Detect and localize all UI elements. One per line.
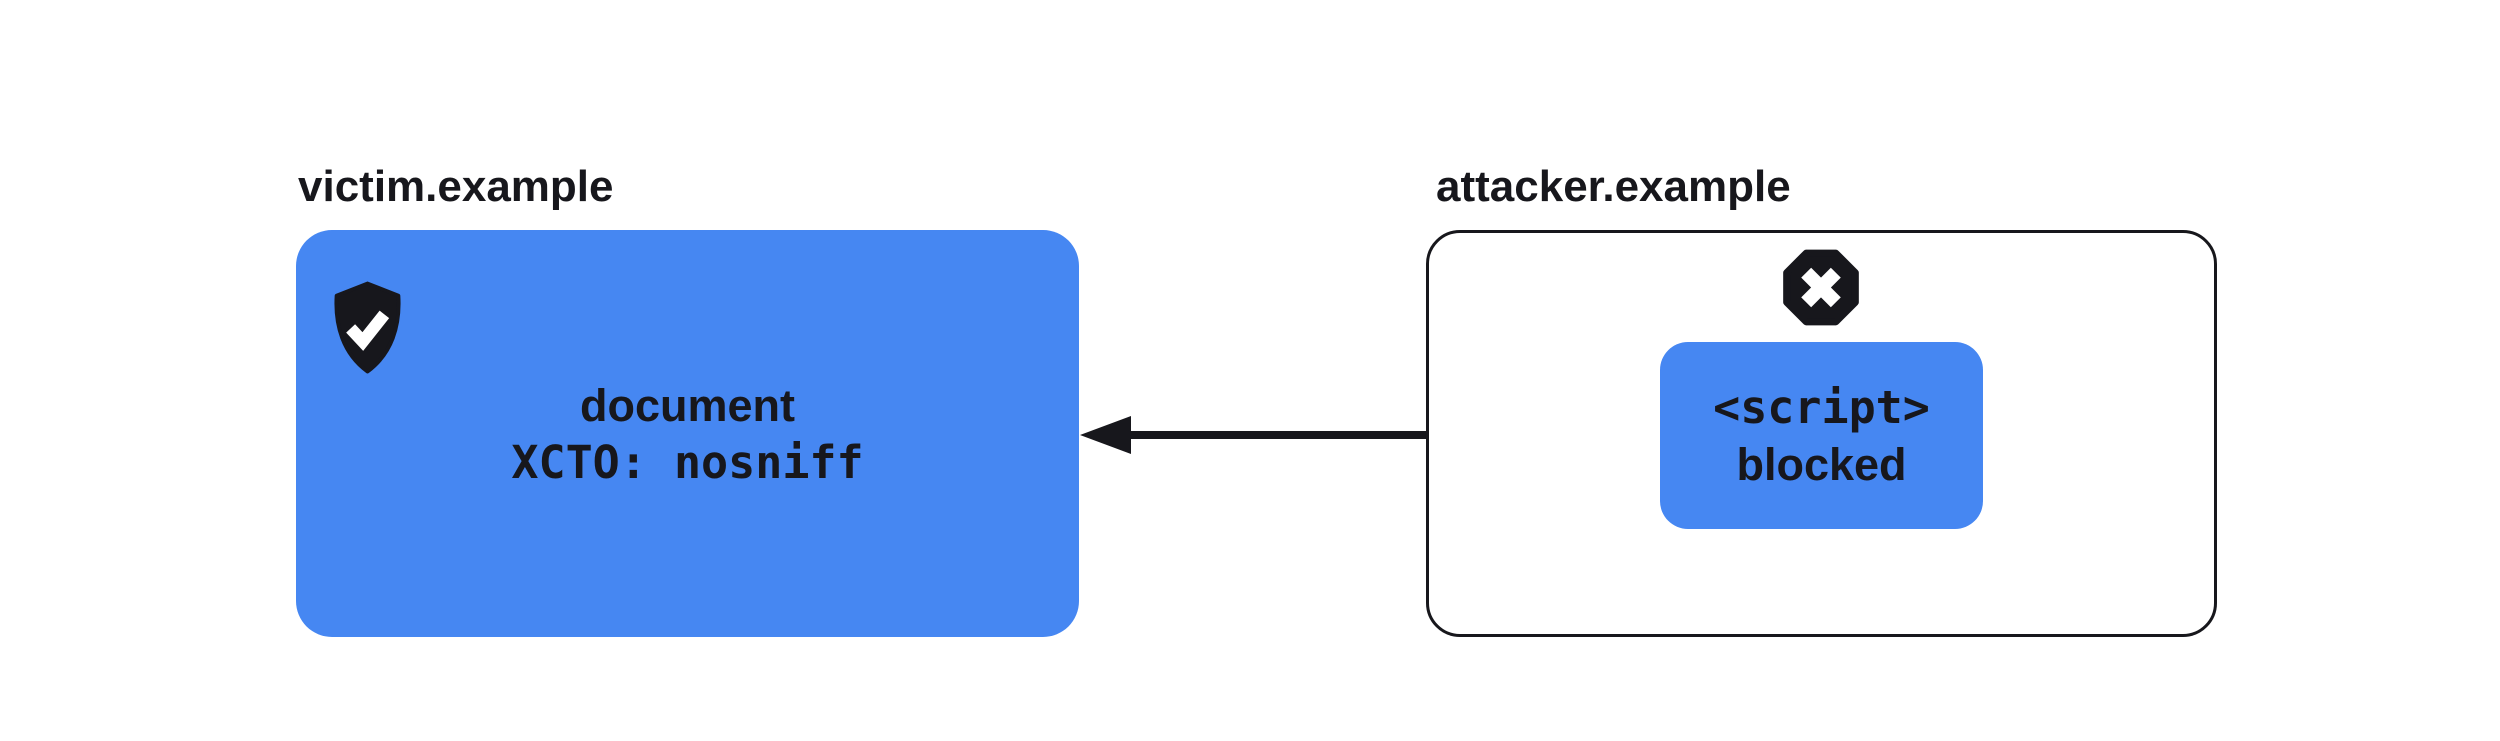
script-box-line1: <script> — [1713, 380, 1930, 434]
blocked-response-arrow-head — [1080, 416, 1131, 454]
victim-box-line1: document — [579, 379, 795, 431]
victim-document-box: document XCTO: nosniff — [296, 230, 1079, 637]
victim-box-line2: XCTO: nosniff — [511, 435, 864, 489]
attacker-domain-label: attacker.example — [1436, 162, 1791, 211]
victim-domain-label: victim.example — [298, 162, 614, 211]
blocked-response-arrow-shaft — [1126, 431, 1660, 439]
shield-check-icon — [334, 281, 401, 374]
blocked-octagon-x-icon — [1783, 249, 1859, 326]
script-box-line2: blocked — [1736, 438, 1907, 490]
script-blocked-box: <script> blocked — [1660, 342, 1983, 529]
